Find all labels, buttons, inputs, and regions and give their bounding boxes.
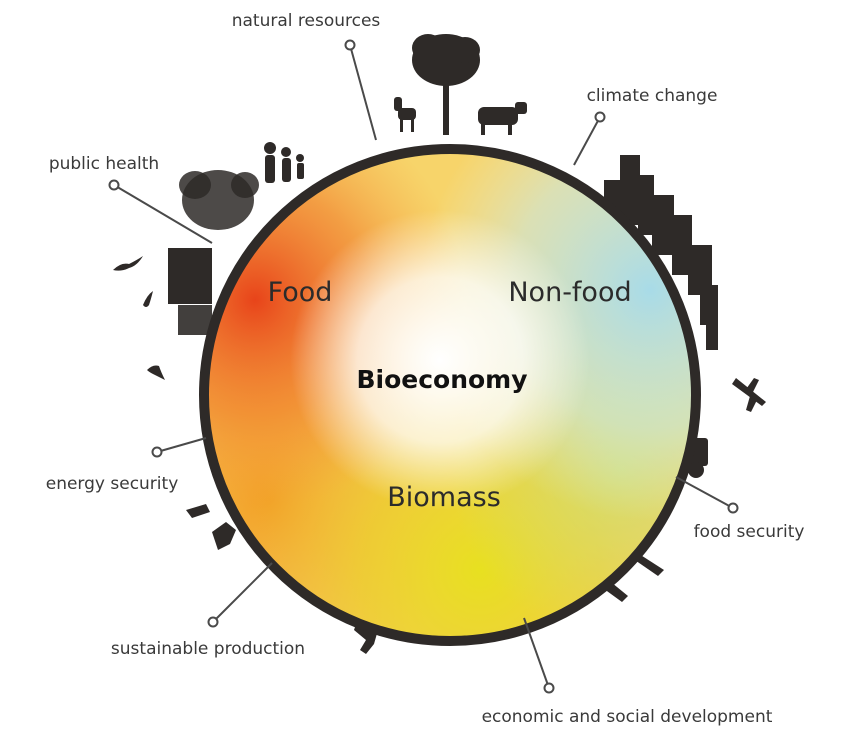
- grass-icon: [178, 305, 212, 335]
- callout-economic-social-development: economic and social development: [482, 707, 773, 727]
- callout-natural-resources: natural resources: [232, 11, 381, 31]
- callout-public-health: public health: [49, 154, 159, 174]
- tree-icon: [412, 34, 480, 135]
- building-icon: [168, 248, 212, 304]
- sector-non-food: Non-food: [508, 277, 631, 308]
- callout-leaders: [108, 39, 739, 694]
- cow-icon: [478, 102, 527, 135]
- bird-icon: [113, 256, 165, 380]
- center-label: Bioeconomy: [356, 365, 527, 394]
- bush-icon: [179, 170, 259, 230]
- callout-food-security: food security: [694, 522, 805, 542]
- airplane-icon: [732, 378, 766, 412]
- sector-food: Food: [268, 277, 333, 308]
- callout-sustainable-production: sustainable production: [111, 639, 305, 659]
- machine-icon: [186, 504, 236, 550]
- bioeconomy-globe: [199, 144, 701, 646]
- people-icon: [264, 142, 304, 183]
- callout-energy-security: energy security: [46, 474, 179, 494]
- callout-climate-change: climate change: [587, 86, 718, 106]
- globe-ring: [199, 144, 701, 646]
- goat-icon: [394, 97, 416, 132]
- sector-biomass: Biomass: [387, 482, 501, 513]
